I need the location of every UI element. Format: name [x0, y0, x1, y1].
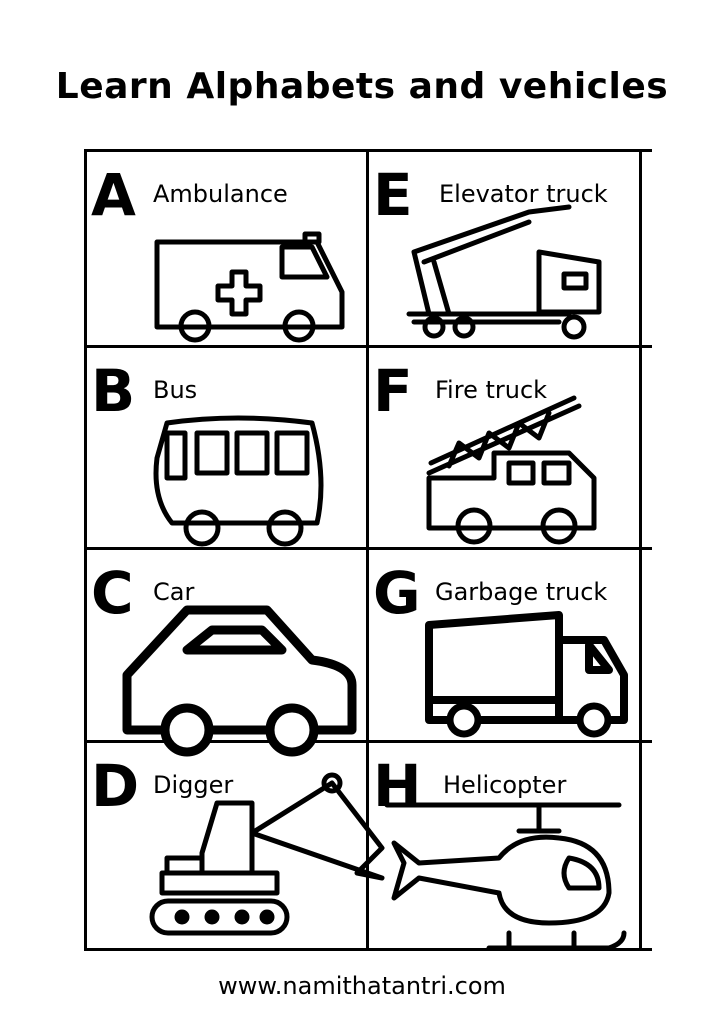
letter: C	[91, 559, 134, 627]
cell-helicopter: H Helicopter	[369, 743, 651, 951]
vehicle-label: Bus	[153, 376, 198, 404]
cell-elevator-truck: E Elevator truck	[369, 152, 651, 348]
letter: D	[91, 752, 140, 820]
page-title: Learn Alphabets and vehicles	[55, 66, 669, 107]
cell-bus: B Bus	[87, 348, 369, 547]
cell-ambulance: A Ambulance	[87, 152, 369, 348]
letter: A	[91, 161, 136, 229]
fire-truck-icon	[426, 395, 597, 545]
cell-digger: D Digger	[87, 743, 385, 939]
garbage-truck-icon	[425, 611, 628, 738]
bus-icon	[153, 415, 324, 547]
footer-website: www.namithatantri.com	[218, 972, 506, 1000]
elevator-truck-icon	[406, 204, 602, 340]
letter: B	[91, 357, 136, 425]
cell-garbage-truck: G Garbage truck	[369, 550, 651, 746]
vehicle-label: Helicopter	[443, 771, 567, 799]
vehicle-label: Fire truck	[435, 376, 548, 404]
car-icon	[122, 605, 357, 757]
digger-icon	[149, 772, 385, 936]
ambulance-icon	[154, 231, 345, 343]
grid-line	[366, 149, 369, 951]
vehicle-label: Garbage truck	[435, 578, 608, 606]
vehicle-label: Elevator truck	[439, 180, 608, 208]
grid-line	[639, 149, 642, 951]
grid-line	[84, 149, 87, 951]
vehicle-label: Car	[153, 578, 195, 606]
vehicle-label: Digger	[153, 771, 234, 799]
letter: E	[373, 161, 413, 229]
letter: F	[373, 357, 413, 425]
letter: G	[373, 559, 421, 627]
vehicle-label: Ambulance	[153, 180, 288, 208]
cell-fire-truck: F Fire truck	[369, 348, 651, 545]
helicopter-icon	[384, 802, 627, 951]
cell-car: C Car	[87, 550, 369, 757]
